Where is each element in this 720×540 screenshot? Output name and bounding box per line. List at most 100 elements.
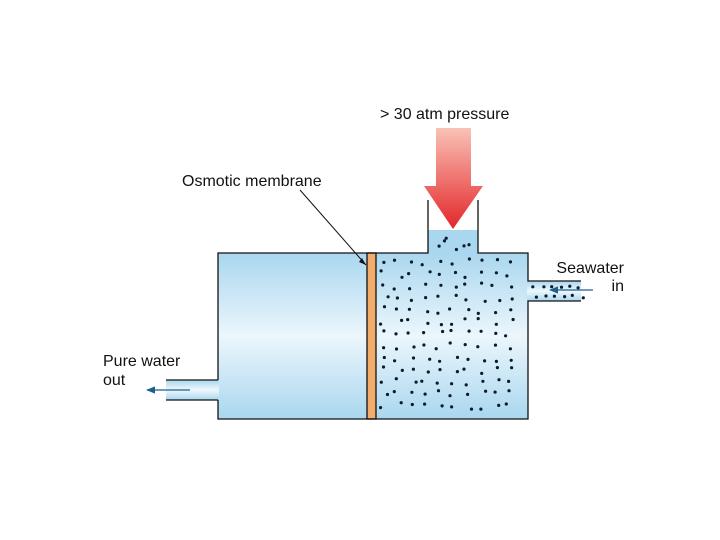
salt-dot xyxy=(410,390,414,394)
salt-dot xyxy=(494,331,498,335)
salt-dot xyxy=(434,347,438,351)
salt-dot xyxy=(495,258,500,262)
salt-dot xyxy=(455,370,459,374)
salt-dot xyxy=(382,355,386,360)
pressure-arrow xyxy=(424,128,483,229)
salt-dot xyxy=(449,328,453,333)
salt-dot xyxy=(399,401,403,405)
salt-dot xyxy=(381,365,386,369)
salt-dot xyxy=(424,296,428,300)
salt-dot xyxy=(498,298,502,303)
salt-dot xyxy=(394,332,398,336)
salt-dot xyxy=(507,389,511,393)
salt-dot xyxy=(393,359,397,363)
salt-dot xyxy=(382,346,386,350)
salt-dot xyxy=(392,390,396,394)
salt-particles xyxy=(379,236,585,411)
salt-dot xyxy=(462,367,466,371)
salt-dot xyxy=(408,287,412,291)
salt-dot xyxy=(467,329,471,333)
salt-dot xyxy=(394,347,399,351)
salt-dot xyxy=(450,322,454,326)
salt-dot xyxy=(392,287,396,291)
salt-dot xyxy=(422,331,426,335)
salt-dot xyxy=(410,402,414,407)
salt-dot xyxy=(400,275,404,279)
salt-dot xyxy=(495,366,499,370)
salt-dot xyxy=(508,260,513,264)
salt-dot xyxy=(409,298,413,302)
salt-dot xyxy=(463,275,467,279)
salt-dot xyxy=(508,347,512,351)
salt-dot xyxy=(493,390,497,394)
salt-dot xyxy=(428,357,432,361)
salt-dot xyxy=(490,283,494,287)
salt-dot xyxy=(467,257,471,261)
salt-dot xyxy=(576,286,580,290)
salt-dot xyxy=(454,293,458,297)
salt-dot xyxy=(483,299,487,303)
salt-dot xyxy=(450,382,454,386)
salt-dot xyxy=(400,368,404,372)
salt-dot xyxy=(463,317,467,321)
salt-dot xyxy=(509,308,513,312)
salt-dot xyxy=(453,270,458,275)
salt-dot xyxy=(424,282,428,286)
seawater-chamber xyxy=(376,253,528,419)
salt-dot xyxy=(497,378,501,382)
salt-dot xyxy=(450,405,454,409)
salt-dot xyxy=(439,259,443,263)
salt-dot xyxy=(423,402,427,406)
salt-dot xyxy=(454,247,458,252)
salt-dot xyxy=(394,377,398,381)
salt-dot xyxy=(511,317,515,322)
salt-dot xyxy=(379,380,383,384)
salt-dot xyxy=(494,311,498,315)
salt-dot xyxy=(436,389,441,393)
salt-dot xyxy=(438,368,442,372)
salt-dot xyxy=(426,310,430,314)
piston-column-water xyxy=(428,230,478,254)
salt-dot xyxy=(559,285,564,289)
salt-dot xyxy=(450,262,454,266)
pure-water-label-line2: out xyxy=(103,372,126,389)
salt-dot xyxy=(510,297,514,301)
salt-dot xyxy=(497,403,501,407)
salt-dot xyxy=(463,343,467,347)
salt-dot xyxy=(379,322,383,326)
salt-dot xyxy=(570,293,574,297)
salt-dot xyxy=(437,272,441,276)
salt-dot xyxy=(479,407,483,411)
salt-dot xyxy=(484,389,488,393)
salt-dot xyxy=(493,343,498,347)
salt-dot xyxy=(428,270,432,274)
salt-dot xyxy=(455,355,460,359)
salt-dot xyxy=(444,236,448,240)
salt-dot xyxy=(379,269,383,273)
salt-dot xyxy=(568,284,572,288)
salt-dot xyxy=(411,367,415,371)
salt-dot xyxy=(510,366,514,370)
pure-water-label-line1: Pure water xyxy=(103,353,181,370)
salt-dot xyxy=(437,244,441,248)
salt-dot xyxy=(441,329,445,334)
salt-dot xyxy=(480,371,484,375)
salt-dot xyxy=(439,323,443,327)
salt-dot xyxy=(400,318,404,322)
salt-dot xyxy=(467,243,471,247)
salt-dot xyxy=(466,357,470,361)
salt-dot xyxy=(479,329,483,333)
salt-dot xyxy=(479,270,484,274)
pure-water-outlet-pipe xyxy=(166,380,219,400)
membrane-label: Osmotic membrane xyxy=(182,173,322,190)
salt-dot xyxy=(406,318,410,322)
salt-dot xyxy=(552,294,557,298)
salt-dot xyxy=(422,343,426,347)
pressure-label: > 30 atm pressure xyxy=(380,106,510,123)
pure-water-chamber xyxy=(218,253,367,419)
salt-dot xyxy=(504,334,508,338)
salt-dot xyxy=(382,329,386,333)
membrane-leader-line xyxy=(299,189,367,266)
salt-dot xyxy=(531,285,535,289)
